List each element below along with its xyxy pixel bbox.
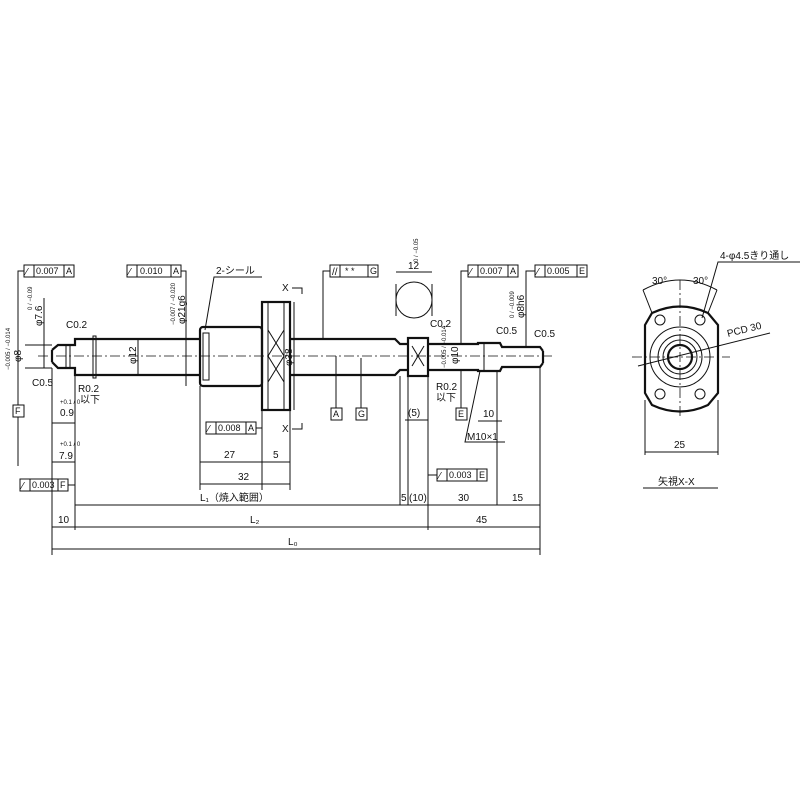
svg-text:以下: 以下	[436, 393, 456, 404]
svg-text:0.010: 0.010	[140, 266, 163, 276]
svg-text:C0.2: C0.2	[430, 319, 452, 330]
svg-text:−0.007 / −0.020: −0.007 / −0.020	[171, 282, 177, 325]
svg-text:G: G	[358, 409, 365, 419]
svg-text:φ12: φ12	[128, 346, 139, 364]
svg-text:0.9: 0.9	[60, 408, 74, 419]
svg-text:G: G	[370, 266, 377, 276]
svg-text:φ8: φ8	[13, 350, 24, 362]
svg-text:C0.5: C0.5	[32, 378, 54, 389]
svg-text:0.007: 0.007	[36, 266, 59, 276]
svg-text:矢視X-X: 矢視X-X	[658, 475, 695, 488]
svg-text:+0.1 / 0: +0.1 / 0	[60, 400, 81, 406]
gdt-frame-8: ⁄ 0.003 E	[428, 468, 488, 482]
svg-text:F: F	[60, 480, 66, 490]
svg-text:φ7.6: φ7.6	[34, 305, 45, 326]
svg-text:45: 45	[476, 515, 488, 526]
svg-text:F: F	[15, 406, 21, 416]
svg-text:−0.005 / −0.014: −0.005 / −0.014	[442, 325, 448, 368]
svg-text:⁄: ⁄	[534, 267, 540, 278]
section-mark-x-top: X	[282, 283, 289, 294]
svg-text:−0.005 / −0.014: −0.005 / −0.014	[6, 327, 12, 370]
screw-shaft	[50, 335, 545, 379]
svg-text:⁄: ⁄	[23, 267, 29, 278]
gdt-frame-5: ⁄ 0.005 E	[525, 264, 588, 347]
svg-text:32: 32	[238, 472, 250, 483]
svg-text:(10): (10)	[409, 493, 427, 504]
svg-text:12: 12	[408, 261, 420, 272]
section-mark-x-bottom: X	[282, 424, 289, 435]
svg-text:7.9: 7.9	[59, 451, 73, 462]
svg-text://: //	[332, 267, 338, 278]
shaft-nut-dimensions: φ12 φ21g6 −0.007 / −0.020 2-シール φ38 27 5…	[128, 266, 295, 490]
datum-a: A	[330, 356, 343, 421]
datum-f: F	[12, 368, 25, 418]
svg-text:φ8h6: φ8h6	[516, 294, 527, 318]
svg-text:L₂: L₂	[250, 515, 260, 526]
svg-text:30: 30	[458, 493, 470, 504]
gdt-frame-3: // * * G	[322, 264, 379, 339]
svg-text:+0.1 / 0: +0.1 / 0	[60, 442, 81, 448]
svg-text:0 / −0.05: 0 / −0.05	[414, 238, 420, 262]
gdt-frame-2: ⁄ 0.010 A	[126, 264, 187, 327]
svg-text:M10×1: M10×1	[467, 432, 498, 443]
svg-text:φ21g6: φ21g6	[177, 295, 188, 324]
svg-text:0.008: 0.008	[218, 423, 241, 433]
svg-text:A: A	[333, 409, 339, 419]
svg-text:E: E	[579, 266, 585, 276]
svg-text:A: A	[248, 423, 254, 433]
svg-text:E: E	[479, 470, 485, 480]
svg-text:⁄: ⁄	[467, 267, 473, 278]
svg-text:A: A	[173, 266, 179, 276]
gdt-frame-7: ⁄ 0.003 F	[19, 478, 75, 492]
left-end-dimensions: φ8 −0.005 / −0.014 φ7.6 0 / −0.09 C0.2 C…	[6, 286, 100, 555]
svg-text:L₀: L₀	[288, 537, 298, 548]
svg-text:⁄: ⁄	[205, 424, 211, 435]
svg-text:C0.5: C0.5	[496, 326, 518, 337]
svg-text:L₁（焼入範囲）: L₁（焼入範囲）	[200, 491, 269, 504]
section-view-x-x: 30° 30° 4-φ4.5きり通し PCD 30 25 矢視X-X	[632, 250, 800, 489]
svg-text:0.003: 0.003	[449, 470, 472, 480]
svg-text:27: 27	[224, 450, 236, 461]
svg-text:C0.2: C0.2	[66, 320, 88, 331]
svg-text:0.005: 0.005	[547, 266, 570, 276]
svg-text:E: E	[458, 409, 464, 419]
svg-text:0 / −0.09: 0 / −0.09	[28, 286, 34, 310]
svg-text:0.007: 0.007	[480, 266, 503, 276]
svg-text:4-φ4.5きり通し: 4-φ4.5きり通し	[720, 250, 789, 262]
svg-text:10: 10	[58, 515, 70, 526]
svg-text:* *: * *	[345, 266, 355, 276]
datum-e: E	[455, 370, 468, 421]
svg-text:⁄: ⁄	[19, 481, 25, 492]
right-end-dimensions: 12 0 / −0.05 C0.2 R0.2 以下 φ10 −0.005 / −…	[395, 238, 556, 555]
svg-text:30°: 30°	[652, 276, 667, 287]
datum-g: G	[355, 358, 368, 421]
svg-text:2-シール: 2-シール	[216, 266, 255, 277]
svg-text:φ10: φ10	[450, 346, 461, 364]
svg-text:以下: 以下	[80, 395, 100, 406]
svg-text:5: 5	[401, 493, 407, 504]
svg-text:R0.2: R0.2	[436, 382, 458, 393]
svg-text:φ38: φ38	[284, 348, 295, 366]
svg-text:PCD 30: PCD 30	[726, 321, 763, 340]
svg-text:15: 15	[512, 493, 524, 504]
svg-text:A: A	[510, 266, 516, 276]
gdt-frame-4: ⁄ 0.007 A	[460, 264, 519, 344]
svg-text:A: A	[66, 266, 72, 276]
svg-text:C0.5: C0.5	[534, 329, 556, 340]
svg-text:⁄: ⁄	[436, 471, 442, 482]
ball-nut	[198, 300, 292, 412]
overall-dimensions: L₁（焼入範囲） 5 (10) 30 15 10 L₂ 45 L₀	[52, 491, 540, 550]
gdt-frame-6: ⁄ 0.008 A	[205, 421, 262, 435]
svg-text:R0.2: R0.2	[78, 384, 100, 395]
svg-text:5: 5	[273, 450, 279, 461]
svg-text:10: 10	[483, 409, 495, 420]
svg-text:0 / −0.009: 0 / −0.009	[510, 290, 516, 318]
svg-text:30°: 30°	[693, 276, 708, 287]
svg-text:25: 25	[674, 440, 686, 451]
svg-text:0.003: 0.003	[32, 480, 55, 490]
svg-text:⁄: ⁄	[126, 267, 132, 278]
svg-text:(5): (5)	[408, 408, 420, 419]
